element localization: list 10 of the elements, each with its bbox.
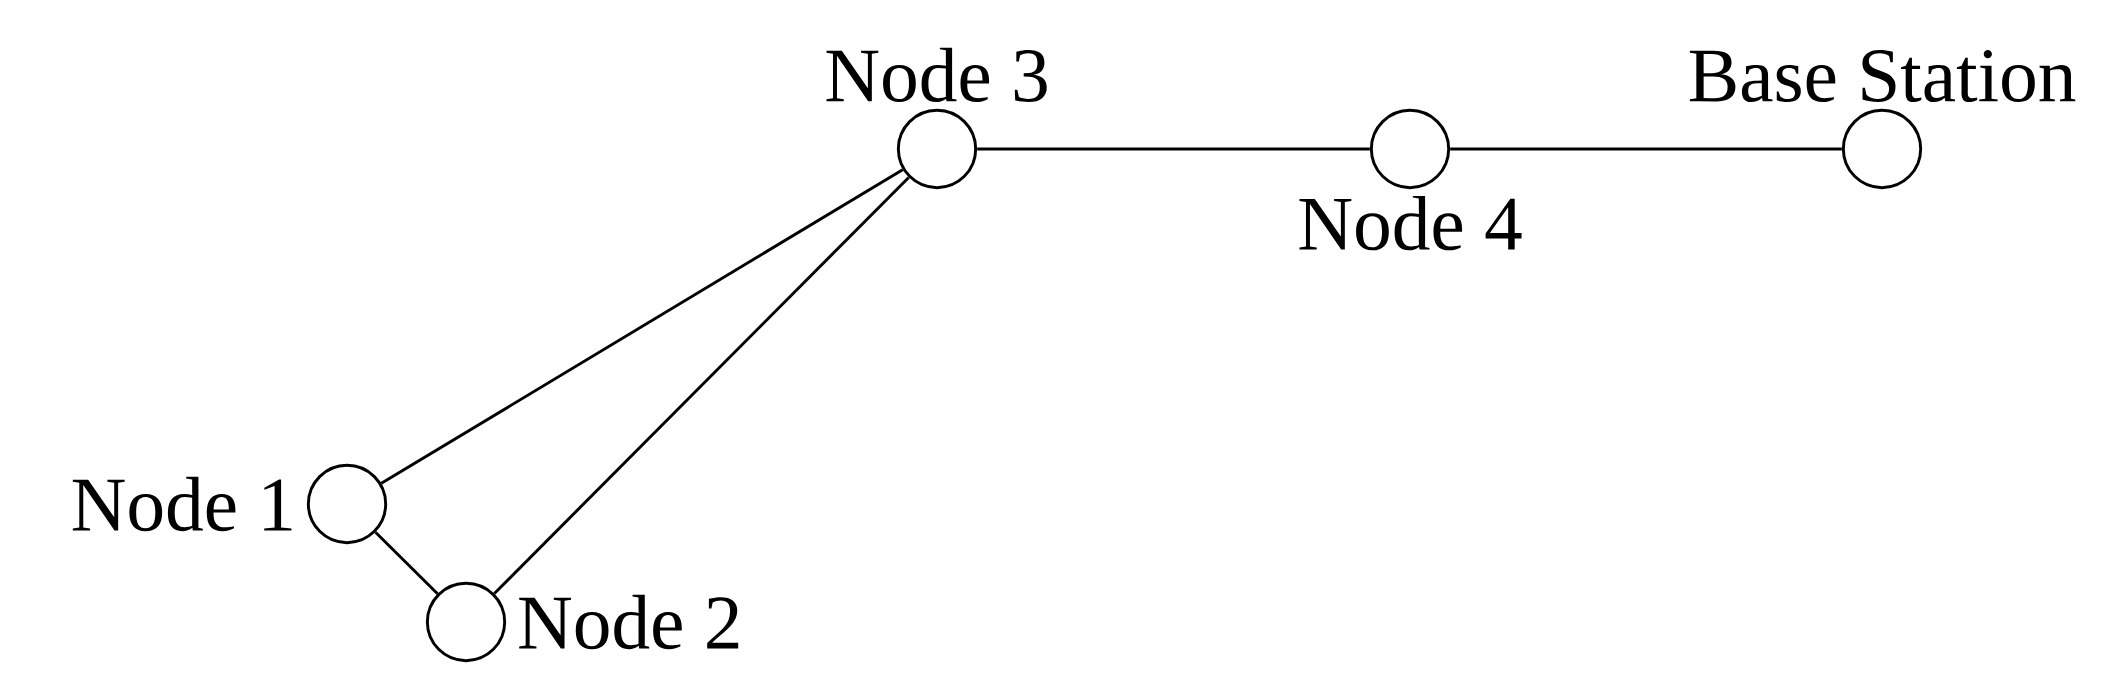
node-label: Node 2: [519, 594, 739, 650]
node-label: Node 1: [72, 476, 292, 532]
node-label: Base Station: [1689, 50, 2076, 103]
node-label: Node 3: [826, 47, 1047, 103]
node-label: Node 4: [1299, 195, 1522, 251]
connector-line: [493, 176, 910, 595]
connector-line: [977, 147, 1370, 151]
connector-line: [374, 531, 439, 595]
connector-line: [1450, 147, 1842, 151]
connector-line: [380, 168, 904, 485]
